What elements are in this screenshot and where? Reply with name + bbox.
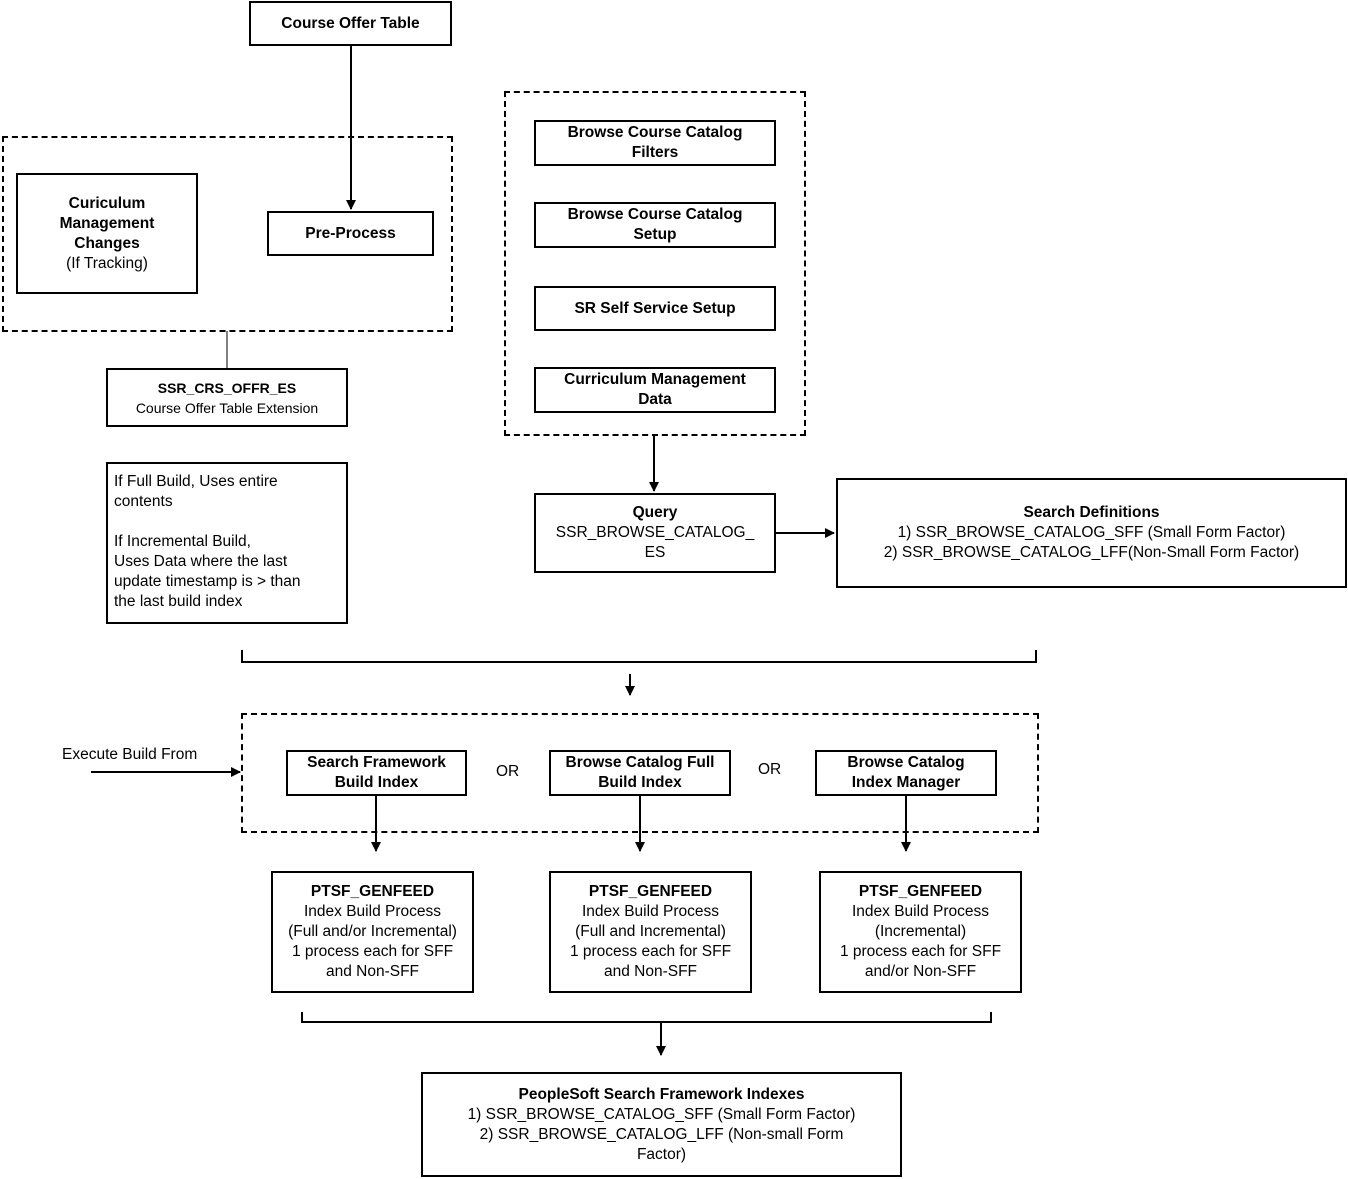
build-note-line-1: If Full Build, Uses entire <box>114 473 278 490</box>
peoplesoft-indexes-item-1: 1) SSR_BROWSE_CATALOG_SFF (Small Form Fa… <box>467 1105 856 1123</box>
peoplesoft-indexes-item-3: Factor) <box>636 1145 687 1163</box>
bc-full-build-line-2: Build Index <box>598 774 682 791</box>
browse-filters-line-2: Filters <box>631 144 679 161</box>
course-offer-table-label: Course Offer Table <box>281 14 420 32</box>
genfeed-2-title: PTSF_GENFEED <box>588 883 713 900</box>
bc-index-manager-box: Browse Catalog Index Manager <box>815 750 997 796</box>
bc-index-manager-line-1: Browse Catalog <box>847 754 965 771</box>
curriculum-changes-title-3: Changes <box>74 234 140 252</box>
genfeed-2-box: PTSF_GENFEED Index Build Process (Full a… <box>549 871 752 993</box>
genfeed-2-line-2: (Full and Incremental) <box>575 923 726 940</box>
build-note-line-6: the last build index <box>114 593 243 610</box>
search-definitions-item-2: 2) SSR_BROWSE_CATALOG_LFF(Non-Small Form… <box>883 544 1300 561</box>
genfeed-2-line-1: Index Build Process <box>582 903 719 920</box>
browse-filters-box: Browse Course Catalog Filters <box>534 120 776 166</box>
genfeed-3-title: PTSF_GENFEED <box>858 883 983 900</box>
peoplesoft-indexes-item-2: 2) SSR_BROWSE_CATALOG_LFF (Non-small For… <box>479 1125 844 1143</box>
genfeed-1-line-2: (Full and/or Incremental) <box>288 923 457 940</box>
setup-dashed-group <box>504 91 806 436</box>
pre-process-label: Pre-Process <box>305 224 396 242</box>
curriculum-changes-box: Curiculum Management Changes (If Trackin… <box>16 173 198 294</box>
genfeed-3-box: PTSF_GENFEED Index Build Process (Increm… <box>819 871 1022 993</box>
genfeed-2-line-4: and Non-SFF <box>603 963 698 980</box>
build-note-line-3: If Incremental Build, <box>114 533 251 550</box>
browse-setup-line-1: Browse Course Catalog <box>567 206 743 223</box>
pre-process-box: Pre-Process <box>267 211 434 256</box>
genfeed-3-line-4: and/or Non-SFF <box>864 963 977 980</box>
preprocess-dashed-group <box>2 136 453 332</box>
curriculum-data-line-2: Data <box>638 391 672 408</box>
build-note-line-5: update timestamp is > than <box>114 573 301 590</box>
genfeed-1-title: PTSF_GENFEED <box>310 883 435 900</box>
ssr-crs-offr-title: SSR_CRS_OFFR_ES <box>157 379 297 396</box>
genfeed-1-line-4: and Non-SFF <box>325 963 420 980</box>
sf-build-index-line-2: Build Index <box>334 774 419 791</box>
peoplesoft-indexes-title: PeopleSoft Search Framework Indexes <box>518 1085 805 1103</box>
query-line-1: SSR_BROWSE_CATALOG_ <box>555 524 755 541</box>
curriculum-changes-note: (If Tracking) <box>66 254 148 272</box>
bc-full-build-box: Browse Catalog Full Build Index <box>549 750 731 796</box>
genfeed-1-line-3: 1 process each for SFF <box>291 943 454 960</box>
sf-build-index-box: Search Framework Build Index <box>286 750 467 796</box>
or-label-1: OR <box>496 763 520 780</box>
course-offer-table-box: Course Offer Table <box>249 1 452 46</box>
curriculum-data-line-1: Curriculum Management <box>564 371 746 388</box>
or-label-2: OR <box>758 761 782 778</box>
browse-setup-box: Browse Course Catalog Setup <box>534 202 776 248</box>
peoplesoft-indexes-box: PeopleSoft Search Framework Indexes 1) S… <box>421 1072 902 1177</box>
curriculum-changes-title-2: Management <box>59 214 155 232</box>
browse-filters-line-1: Browse Course Catalog <box>567 124 743 141</box>
genfeed-1-box: PTSF_GENFEED Index Build Process (Full a… <box>271 871 474 993</box>
genfeed-3-line-1: Index Build Process <box>852 903 989 920</box>
query-box: Query SSR_BROWSE_CATALOG_ ES <box>534 493 776 573</box>
genfeed-2-line-3: 1 process each for SFF <box>569 943 732 960</box>
merge-bracket-bottom <box>301 1012 992 1023</box>
sr-self-service-box: SR Self Service Setup <box>534 286 776 331</box>
sf-build-index-line-1: Search Framework <box>307 754 446 771</box>
search-definitions-item-1: 1) SSR_BROWSE_CATALOG_SFF (Small Form Fa… <box>897 524 1286 541</box>
curriculum-data-box: Curriculum Management Data <box>534 367 776 413</box>
build-dashed-group <box>241 713 1039 833</box>
ssr-crs-offr-subtitle: Course Offer Table Extension <box>135 399 319 416</box>
build-note-line-4: Uses Data where the last <box>114 553 288 570</box>
query-line-2: ES <box>644 544 666 561</box>
query-title: Query <box>632 504 678 521</box>
browse-setup-line-2: Setup <box>633 226 677 243</box>
merge-bracket-top <box>241 650 1037 663</box>
genfeed-1-line-1: Index Build Process <box>304 903 441 920</box>
build-note-line-2: contents <box>114 493 173 510</box>
search-definitions-box: Search Definitions 1) SSR_BROWSE_CATALOG… <box>836 478 1347 588</box>
genfeed-3-line-2: (Incremental) <box>874 923 967 940</box>
curriculum-changes-title-1: Curiculum <box>68 194 146 212</box>
genfeed-3-line-3: 1 process each for SFF <box>839 943 1002 960</box>
bc-index-manager-line-2: Index Manager <box>851 774 961 791</box>
bc-full-build-line-1: Browse Catalog Full <box>565 754 715 771</box>
search-definitions-title: Search Definitions <box>1023 504 1160 521</box>
execute-build-label: Execute Build From <box>62 746 198 763</box>
ssr-crs-offr-box: SSR_CRS_OFFR_ES Course Offer Table Exten… <box>106 368 348 427</box>
build-note-box: If Full Build, Uses entire contents If I… <box>106 462 348 624</box>
sr-self-service-label: SR Self Service Setup <box>574 299 736 317</box>
